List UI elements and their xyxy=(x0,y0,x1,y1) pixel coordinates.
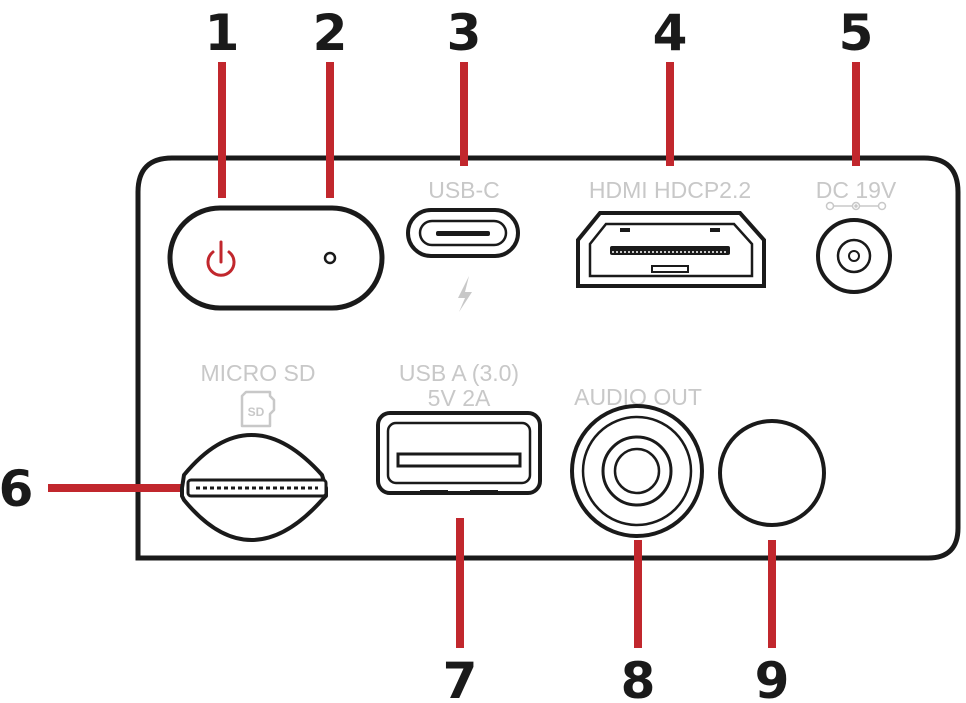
callout-number-8: 8 xyxy=(621,652,656,703)
dc-polarity-icon xyxy=(825,201,887,211)
callout-number-7: 7 xyxy=(443,652,478,703)
callout-line-6 xyxy=(48,484,188,492)
power-button[interactable] xyxy=(167,205,385,311)
usb-c-port[interactable] xyxy=(406,208,520,258)
callout-number-2: 2 xyxy=(313,4,348,62)
callout-number-3: 3 xyxy=(447,4,482,62)
callout-line-8 xyxy=(634,540,642,648)
panel-outline xyxy=(135,155,961,561)
micro-sd-label: MICRO SD xyxy=(201,360,316,386)
callout-number-1: 1 xyxy=(205,4,240,62)
callout-number-6: 6 xyxy=(0,460,33,518)
callout-number-4: 4 xyxy=(653,4,688,62)
usb-a-label-line1: USB A (3.0) xyxy=(399,360,519,386)
led-indicator-icon xyxy=(323,251,337,265)
usb-a-port[interactable] xyxy=(376,411,542,495)
micro-sd-slot[interactable] xyxy=(180,433,328,542)
power-icon xyxy=(206,240,236,277)
sd-card-icon: SD xyxy=(240,390,276,428)
callout-line-9 xyxy=(768,540,776,648)
ir-sensor xyxy=(718,419,826,527)
dc-label: DC 19V xyxy=(816,177,897,203)
callout-line-4 xyxy=(666,62,674,166)
callout-number-5: 5 xyxy=(839,4,874,62)
callout-number-9: 9 xyxy=(755,652,790,703)
hdmi-label: HDMI HDCP2.2 xyxy=(589,177,751,203)
callout-line-2 xyxy=(326,62,334,198)
sd-card-icon-text: SD xyxy=(248,405,265,419)
hdmi-port[interactable] xyxy=(576,211,766,288)
callout-line-1 xyxy=(218,62,226,198)
callout-line-5 xyxy=(852,62,860,166)
lightning-bolt-icon xyxy=(458,276,472,312)
dc-power-port[interactable] xyxy=(816,218,892,294)
usb-a-label-line2: 5V 2A xyxy=(428,385,491,411)
usb-c-label: USB-C xyxy=(428,177,500,203)
callout-line-7 xyxy=(456,518,464,648)
callout-line-3 xyxy=(460,62,468,166)
audio-out-jack[interactable] xyxy=(570,404,704,538)
